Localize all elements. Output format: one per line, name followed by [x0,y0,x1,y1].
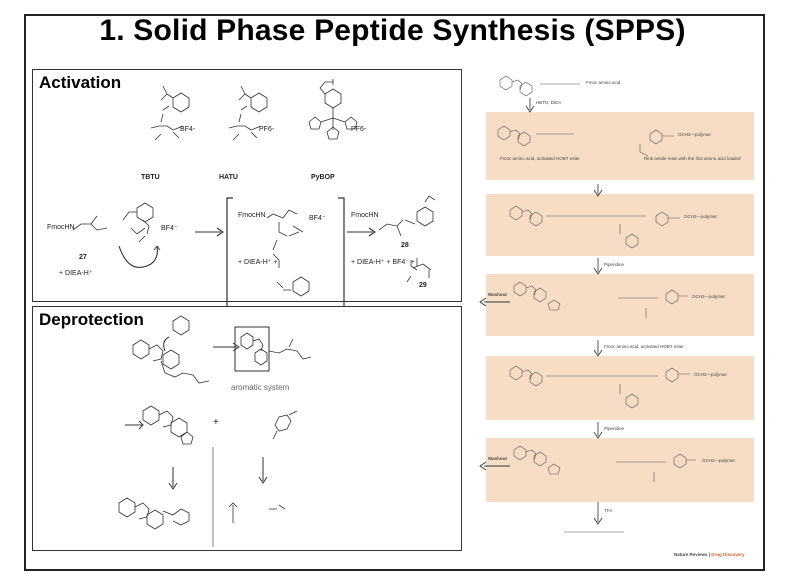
credit-journal: Nature Reviews | Drug Discovery [674,552,745,557]
tbtu-structure [150,85,190,141]
fmoc-aa-label: Fmoc amino acid [586,80,621,85]
fmoc-hobt-label: Fmoc amino acid, activated HOBT ester [604,344,684,349]
dibenzofulvene-intermediate [142,405,194,445]
fulvene-piperidine-adduct [118,497,190,530]
plus-sign: + [213,417,219,428]
tbtu-anion: BF4- [180,126,196,133]
piperidine-label-1: Piperidine [604,262,625,267]
deprotection-heading: Deprotection [39,310,144,329]
arrow-2 [347,227,376,237]
bf4-left: BF4⁻ [161,225,178,232]
spps-cycle-scheme: Fmoc amino acid HBTU, DIEA Fmoc amino ac… [470,60,758,565]
polymer-label-5: OCH2—polymer [702,458,736,463]
diea-bf4-product: + DIEA-H⁺ + BF4⁻ + [351,259,415,266]
fmoc-piperidine-attack [132,315,210,384]
polymer-label-3: OCH2—polymer [692,294,726,299]
compound-29-label: 29 [419,282,427,289]
fmoc-intermediate: FmocHN [238,212,266,219]
credit-b: Drug Discovery [711,552,745,557]
hatu-structure [228,85,268,141]
aromatic-system-label: aromatic system [231,383,290,392]
tbtu-label: TBTU [141,174,160,181]
compound-28-label: 28 [401,242,409,249]
deprotection-panel: Deprotection [32,306,462,551]
diea-h-left: + DIEA-H⁺ [59,270,93,277]
reaction-left [72,202,161,268]
polymer-label-2: OCH2—polymer [684,214,718,219]
hbtu-label: HBTU, DIEA [536,100,562,105]
band-second-deprotection [486,438,754,502]
washout-label-2: Washout [488,456,507,461]
pybop-anion: PF6- [351,126,367,133]
washout-label-1: Washout [488,292,507,297]
band-loaded-resin [486,112,754,180]
activation-heading: Activation [39,73,122,92]
hatu-anion: PF6- [259,126,275,133]
diea-h-intermediate: + DIEA-H⁺ + [238,259,278,266]
polymer-label-4: OCH2—polymer [694,372,728,377]
aromatic-system [234,326,312,372]
resin-note-label: Rink amide resin with the first amino ac… [644,156,741,161]
credit-a: Nature Reviews [674,552,708,557]
tfa-label: TFA [604,508,613,513]
activated-ester-label: Fmoc amino acid, activated HOBT ester [500,156,580,161]
slide-title: 1. Solid Phase Peptide Synthesis (SPPS) [99,14,686,47]
activation-structures [72,79,436,349]
pybop-structure [308,79,358,140]
compound-27-label: 27 [79,254,87,261]
scheme-structures [479,75,696,533]
fmoc-product: FmocHN [351,212,379,219]
product-28 [378,195,436,237]
polymer-label-1: OCH2—polymer [678,132,712,137]
bf4-intermediate: BF4⁻ [309,215,326,222]
band-piperidine [486,274,754,336]
intermediate [266,209,310,297]
deprotection-structures [118,315,312,547]
piperidine-label-2: Piperidine [604,426,625,431]
hatu-label: HATU [219,174,238,181]
fmoc-left: FmocHN [47,224,75,231]
product-29 [406,258,432,283]
arrow-1 [195,227,224,237]
pybop-label: PyBOP [311,174,335,181]
activation-panel: Activation [32,69,462,349]
